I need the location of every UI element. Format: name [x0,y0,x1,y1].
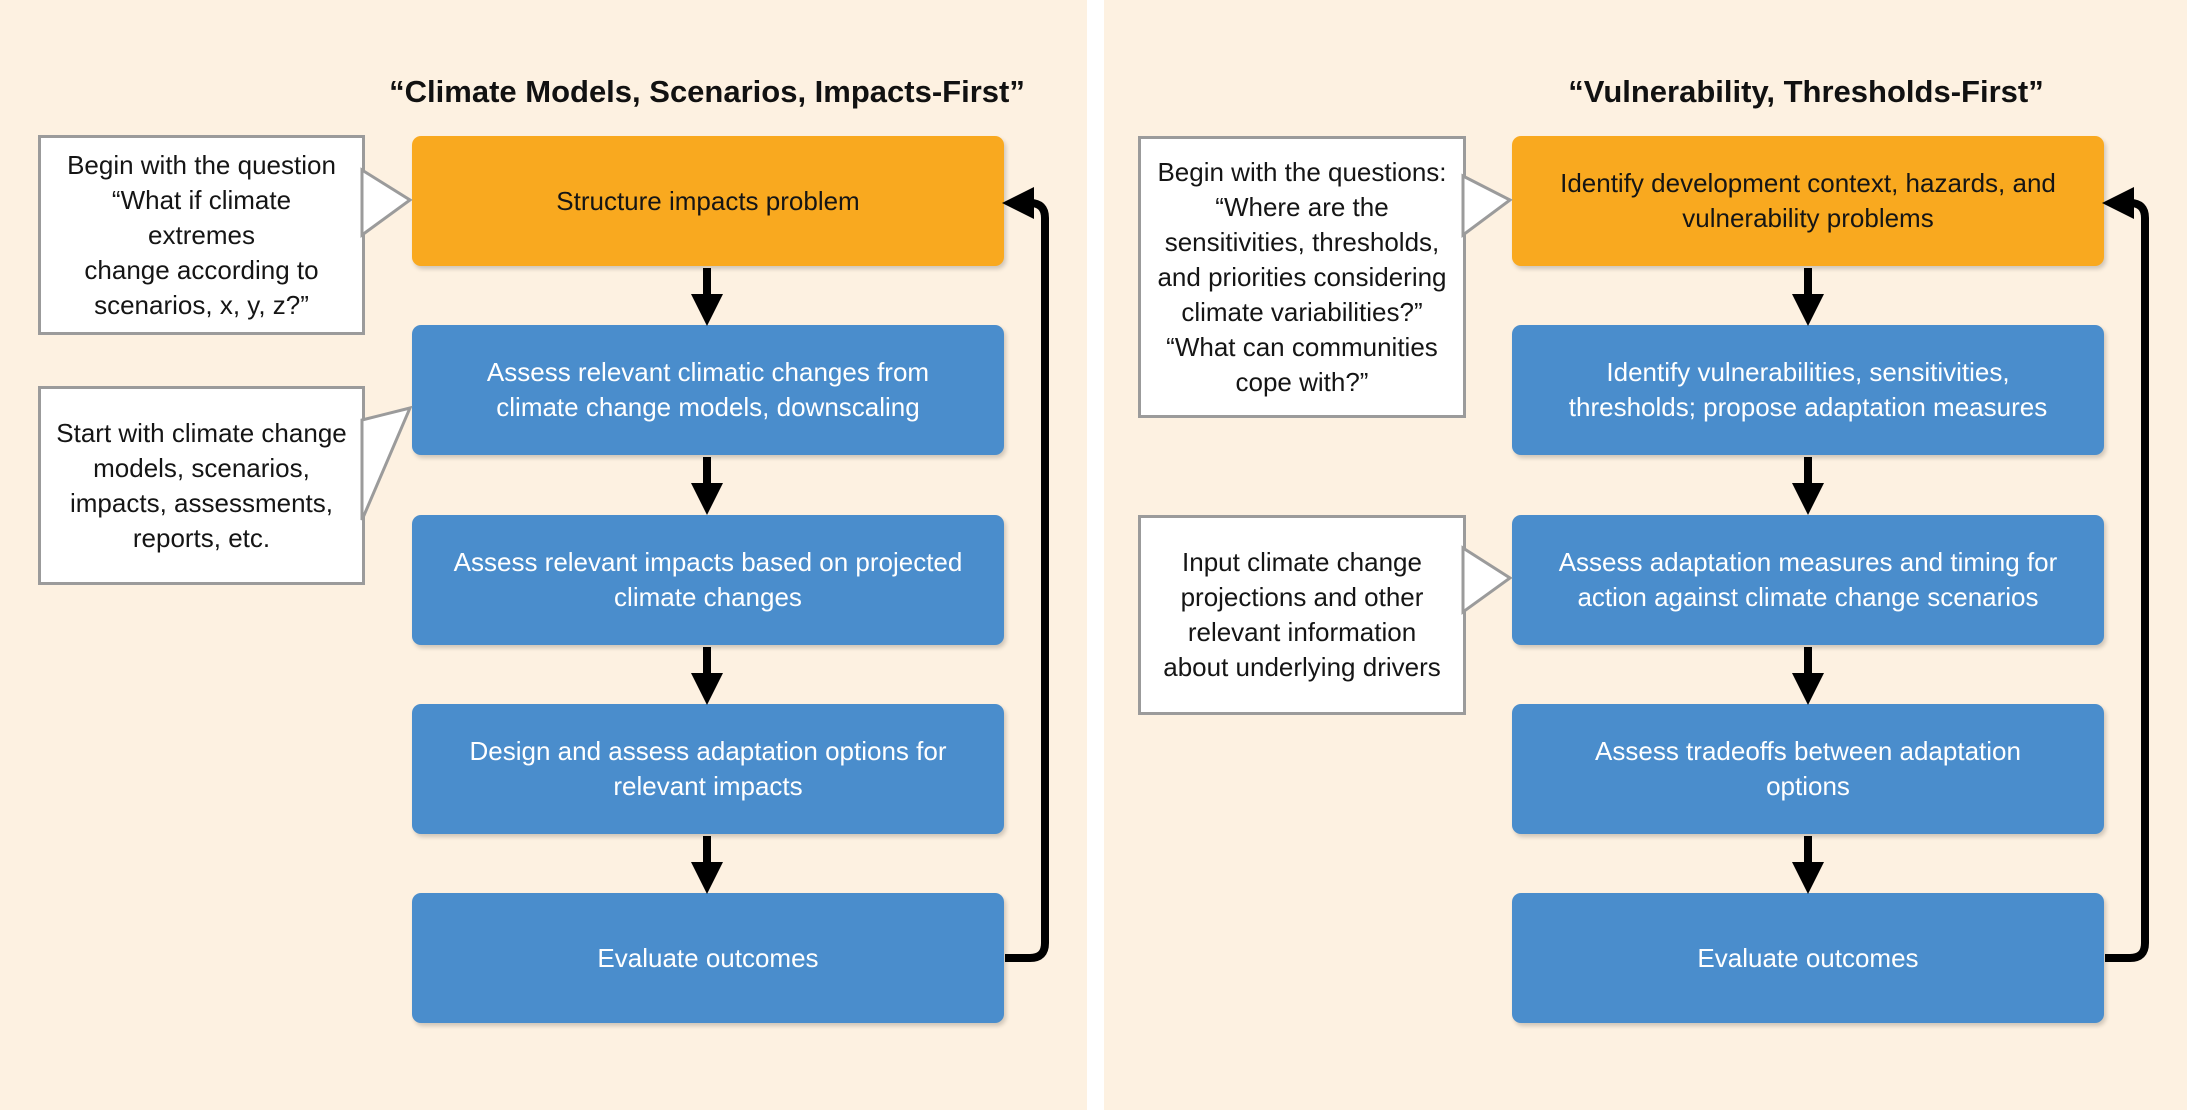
left-step-structure-impacts-problem: Structure impacts problem [412,136,1004,266]
right-callout-pointer-2 [1461,545,1513,615]
left-callout-start-with-models: Start with climate change models, scenar… [38,386,365,585]
left-step-evaluate-outcomes: Evaluate outcomes [412,893,1004,1023]
left-feedback-loop-arrow [1002,187,1049,962]
left-callout-pointer-2 [360,405,413,521]
left-callout-begin-question: Begin with the question “What if climate… [38,135,365,335]
right-callout-input-projections: Input climate change projections and oth… [1138,515,1466,715]
right-panel-title: “Vulnerability, Thresholds-First” [1568,74,2044,109]
right-step-identify-vulnerabilities: Identify vulnerabilities, sensitivities,… [1512,325,2104,455]
right-step-assess-adaptation-measures: Assess adaptation measures and timing fo… [1512,515,2104,645]
left-step-assess-impacts: Assess relevant impacts based on project… [412,515,1004,645]
right-step-identify-context: Identify development context, hazards, a… [1512,136,2104,266]
left-step-design-adaptation-options: Design and assess adaptation options for… [412,704,1004,834]
right-callout-begin-questions: Begin with the questions: “Where are the… [1138,136,1466,418]
right-step-evaluate-outcomes: Evaluate outcomes [1512,893,2104,1023]
left-panel-title: “Climate Models, Scenarios, Impacts-Firs… [389,74,1025,109]
right-feedback-loop-arrow [2102,187,2149,962]
left-step-assess-climatic-changes: Assess relevant climatic changes from cl… [412,325,1004,455]
left-callout-pointer-1 [360,167,413,238]
right-step-assess-tradeoffs: Assess tradeoffs between adaptation opti… [1512,704,2104,834]
right-callout-pointer-1 [1461,173,1513,238]
